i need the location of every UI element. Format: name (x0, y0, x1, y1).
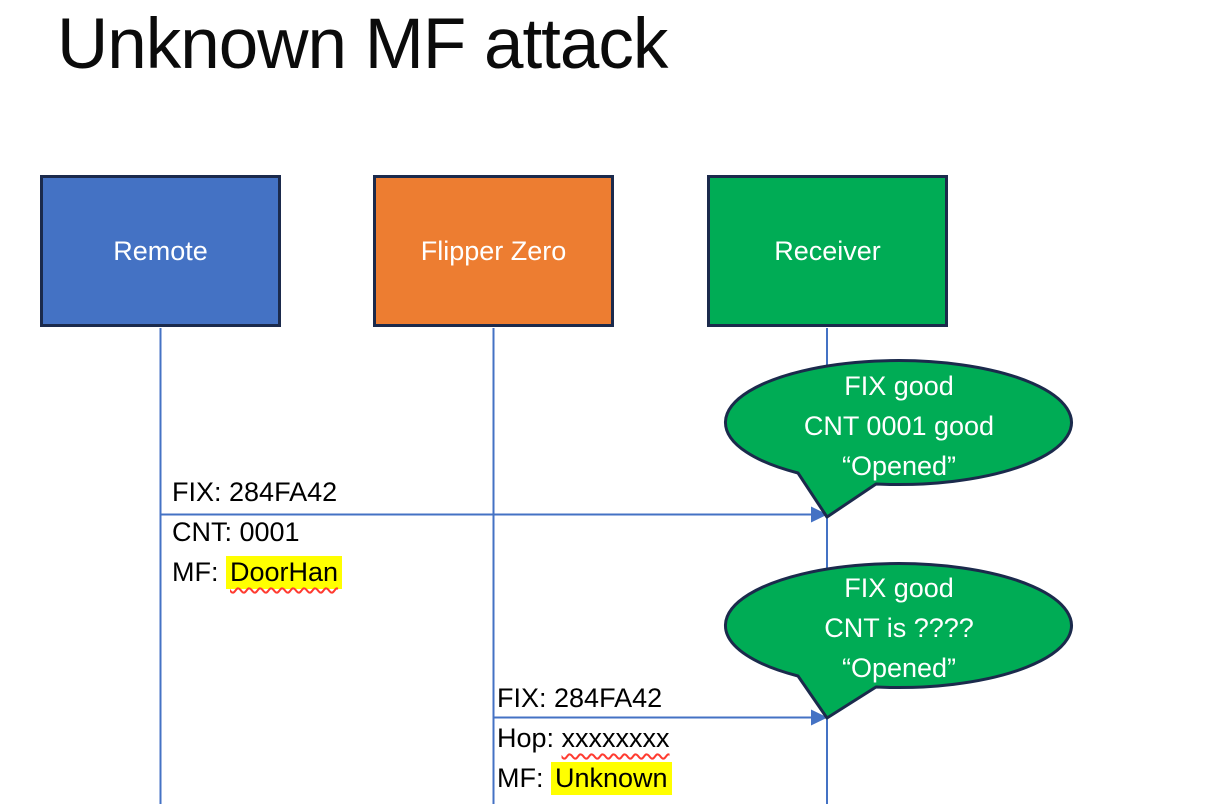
message-line: MF: Unknown (497, 758, 672, 798)
callout-line: CNT is ???? (824, 613, 974, 643)
message-line-value-squiggled: xxxxxxxx (561, 723, 670, 753)
message-line-prefix: MF: (497, 763, 551, 793)
callout-line: FIX good (844, 573, 954, 603)
message-line: FIX: 284FA42 (497, 678, 672, 718)
message-line-prefix: Hop: (497, 723, 562, 753)
actor-box-remote: Remote (40, 175, 281, 327)
actor-label-receiver: Receiver (774, 235, 881, 266)
message-1-label: FIX: 284FA42 CNT: 0001 MF: DoorHan (172, 472, 343, 592)
callout-line: CNT 0001 good (803, 411, 995, 441)
actor-box-receiver: Receiver (707, 175, 948, 327)
message-line-value-highlighted: Unknown (551, 762, 672, 795)
actor-label-flipper-zero: Flipper Zero (420, 235, 567, 266)
message-line-value: 284FA42 (229, 477, 338, 507)
callout-bubble-2 (723, 562, 1073, 720)
slide-title: Unknown MF attack (57, 5, 668, 84)
actor-box-flipper-zero: Flipper Zero (373, 175, 614, 327)
message-line-prefix: FIX: (497, 683, 555, 713)
message-line-value: 284FA42 (554, 683, 663, 713)
message-line: CNT: 0001 (172, 512, 342, 552)
message-arrow-2-head (811, 709, 828, 726)
message-line: FIX: 284FA42 (172, 472, 342, 512)
message-line-prefix: FIX: (172, 477, 230, 507)
callout-line: “Opened” (841, 451, 957, 481)
message-line-prefix: CNT: (172, 517, 240, 547)
message-line: Hop: xxxxxxxx (497, 718, 672, 758)
message-2-label: FIX: 284FA42 Hop: xxxxxxxx MF: Unknown (497, 678, 672, 798)
message-line-value-highlighted: DoorHan (226, 556, 343, 589)
callout-bubble-1 (723, 359, 1073, 519)
message-line-value: 0001 (239, 517, 300, 547)
actor-label-remote: Remote (113, 235, 208, 266)
callout-line: “Opened” (841, 653, 957, 683)
callout-2-text: FIX good CNT is ???? “Opened” (726, 568, 1072, 688)
message-line: MF: DoorHan (172, 552, 343, 592)
callout-1-text: FIX good CNT 0001 good “Opened” (726, 366, 1072, 486)
message-line-prefix: MF: (172, 557, 226, 587)
callout-line: FIX good (844, 371, 954, 401)
message-arrow-1-head (811, 506, 828, 523)
